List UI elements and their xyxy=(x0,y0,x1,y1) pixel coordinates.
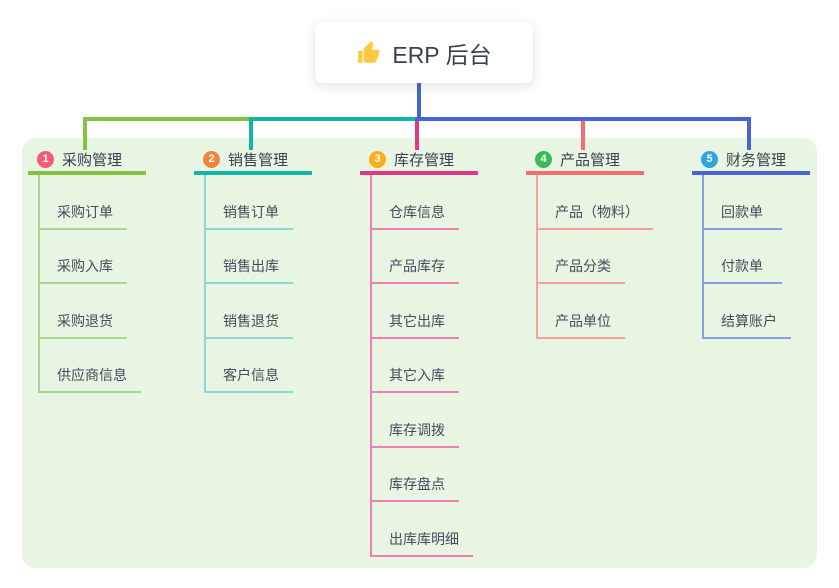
child-node-label: 采购订单 xyxy=(57,203,113,220)
branch-children: 产品（物料） 产品分类产品单位 xyxy=(536,175,653,339)
branch-connector-line xyxy=(83,121,87,150)
child-node[interactable]: 供应商信息 xyxy=(40,339,141,393)
branch-children: 回款单付款单结算账户 xyxy=(702,175,791,339)
child-node[interactable]: 付款单 xyxy=(704,230,782,284)
child-node-label: 其它出库 xyxy=(389,312,445,329)
child-node[interactable]: 产品（物料） xyxy=(538,175,653,230)
child-node[interactable]: 库存盘点 xyxy=(372,448,459,502)
child-node[interactable]: 产品单位 xyxy=(538,284,625,339)
child-node-label: 采购入库 xyxy=(57,258,113,274)
child-node[interactable]: 销售订单 xyxy=(206,175,293,230)
child-node-label: 结算账户 xyxy=(721,312,777,329)
branch-title-node[interactable]: 5 财务管理 xyxy=(692,148,810,175)
branch-children: 仓库信息产品库存其它出库其它入库库存调拨库存盘点出库库明细 xyxy=(370,175,473,557)
root-node[interactable]: ERP 后台 xyxy=(315,22,533,83)
root-connector-line xyxy=(417,83,421,121)
child-node-label: 付款单 xyxy=(721,258,763,274)
branch-title-label: 采购管理 xyxy=(62,152,123,169)
child-node[interactable]: 采购退货 xyxy=(40,284,127,339)
branch-number-badge: 5 xyxy=(701,151,718,168)
branch-title-label: 产品管理 xyxy=(560,152,621,169)
child-node[interactable]: 产品库存 xyxy=(372,230,459,284)
bus-connector-line xyxy=(415,117,751,121)
branch-children: 采购订单采购入库采购退货供应商信息 xyxy=(38,175,141,393)
child-node[interactable]: 采购订单 xyxy=(40,175,127,230)
child-node-label: 销售出库 xyxy=(223,258,279,274)
child-node[interactable]: 回款单 xyxy=(704,175,782,230)
child-node-label: 产品分类 xyxy=(555,258,611,274)
bus-connector-line xyxy=(249,117,419,121)
branch-number-badge: 4 xyxy=(535,151,552,168)
child-node[interactable]: 产品分类 xyxy=(538,230,625,284)
branch-connector-line xyxy=(747,121,751,150)
branch-number-badge: 2 xyxy=(203,151,220,168)
branch-title-label: 库存管理 xyxy=(394,152,455,169)
branch-title-label: 销售管理 xyxy=(228,152,289,169)
child-node-label: 库存盘点 xyxy=(389,476,445,492)
branch-title-node[interactable]: 3 库存管理 xyxy=(360,148,478,175)
child-node-label: 采购退货 xyxy=(57,312,113,329)
branch-5: 5 财务管理回款单付款单结算账户 xyxy=(692,148,810,339)
branch-connector-line xyxy=(415,121,419,150)
branches-panel xyxy=(22,138,817,568)
branch-4: 4 产品管理产品（物料） 产品分类产品单位 xyxy=(526,148,653,339)
branch-title-node[interactable]: 2 销售管理 xyxy=(194,148,312,175)
child-node-label: 销售退货 xyxy=(223,312,279,329)
branch-connector-line xyxy=(249,121,253,150)
branch-number-badge: 3 xyxy=(369,151,386,168)
child-node-label: 仓库信息 xyxy=(389,203,445,220)
child-node-label: 供应商信息 xyxy=(57,367,127,383)
branch-title-label: 财务管理 xyxy=(726,152,787,169)
child-node[interactable]: 库存调拨 xyxy=(372,393,459,448)
child-node[interactable]: 结算账户 xyxy=(704,284,791,339)
child-node-label: 库存调拨 xyxy=(389,421,445,438)
child-node-label: 客户信息 xyxy=(223,367,279,383)
child-node-label: 产品（物料） xyxy=(555,203,639,220)
branch-connector-line xyxy=(581,121,585,150)
thumbs-up-icon xyxy=(358,40,381,63)
branch-title-node[interactable]: 1 采购管理 xyxy=(28,148,146,175)
child-node[interactable]: 仓库信息 xyxy=(372,175,459,230)
child-node-label: 产品单位 xyxy=(555,312,611,329)
branch-number-badge: 1 xyxy=(37,151,54,168)
child-node-label: 出库库明细 xyxy=(389,530,459,547)
child-node-label: 回款单 xyxy=(721,203,763,220)
branch-title-node[interactable]: 4 产品管理 xyxy=(526,148,644,175)
child-node[interactable]: 采购入库 xyxy=(40,230,127,284)
child-node-label: 其它入库 xyxy=(389,367,445,383)
child-node-label: 销售订单 xyxy=(223,203,279,220)
child-node[interactable]: 销售退货 xyxy=(206,284,293,339)
root-node-label: ERP 后台 xyxy=(392,41,492,68)
branch-children: 销售订单销售出库销售退货客户信息 xyxy=(204,175,293,393)
branch-2: 2 销售管理销售订单销售出库销售退货客户信息 xyxy=(194,148,312,393)
child-node[interactable]: 出库库明细 xyxy=(372,502,473,557)
branch-1: 1 采购管理采购订单采购入库采购退货供应商信息 xyxy=(28,148,146,393)
child-node-label: 产品库存 xyxy=(389,258,445,274)
child-node[interactable]: 其它入库 xyxy=(372,339,459,393)
branch-3: 3 库存管理仓库信息产品库存其它出库其它入库库存调拨库存盘点出库库明细 xyxy=(360,148,478,557)
child-node[interactable]: 销售出库 xyxy=(206,230,293,284)
child-node[interactable]: 客户信息 xyxy=(206,339,293,393)
child-node[interactable]: 其它出库 xyxy=(372,284,459,339)
bus-connector-line xyxy=(83,117,253,121)
